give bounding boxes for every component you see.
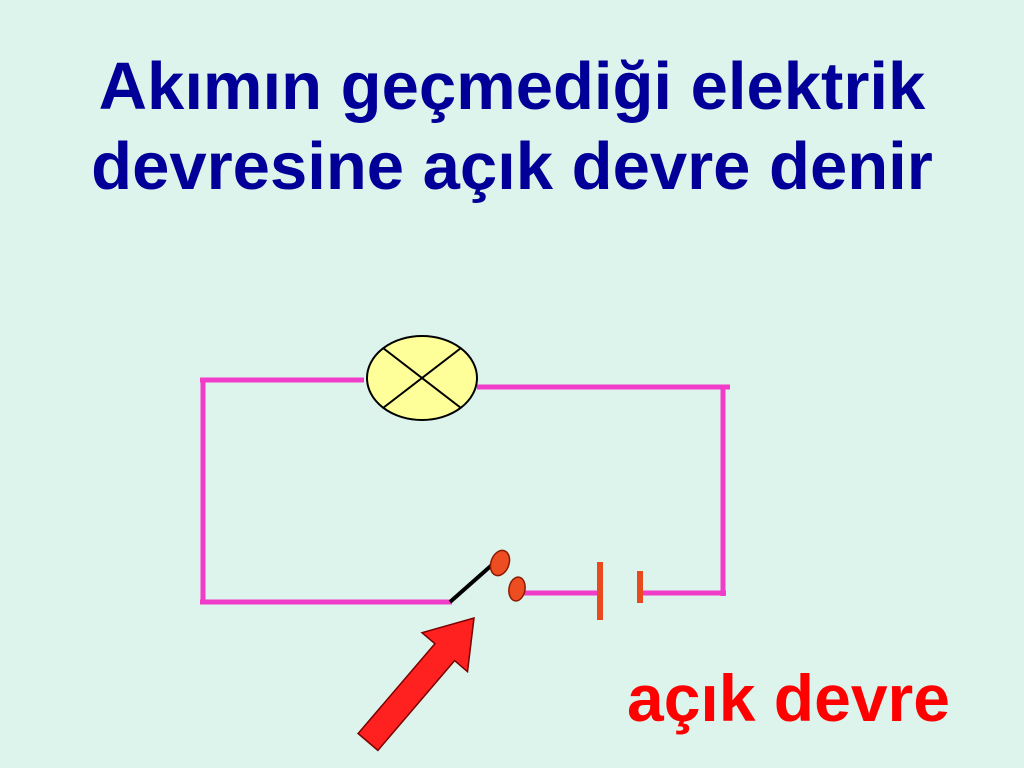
battery xyxy=(597,562,643,620)
wires xyxy=(200,377,730,605)
slide-title-line-2: devresine açık devre denir xyxy=(91,129,933,204)
lamp-cross-line-2 xyxy=(382,347,462,409)
caption-open-circuit: açık devre xyxy=(627,661,950,735)
battery-long-plate xyxy=(597,562,603,620)
switch-open xyxy=(448,549,526,604)
lamp xyxy=(366,335,478,421)
slide-title-line-1: Akımın geçmediği elektrik xyxy=(98,49,926,124)
switch-contact-lower xyxy=(508,576,526,602)
battery-short-plate xyxy=(637,571,643,603)
switch-contact-upper xyxy=(489,549,511,577)
pointer-arrow xyxy=(357,616,475,752)
switch-lever xyxy=(448,562,495,604)
